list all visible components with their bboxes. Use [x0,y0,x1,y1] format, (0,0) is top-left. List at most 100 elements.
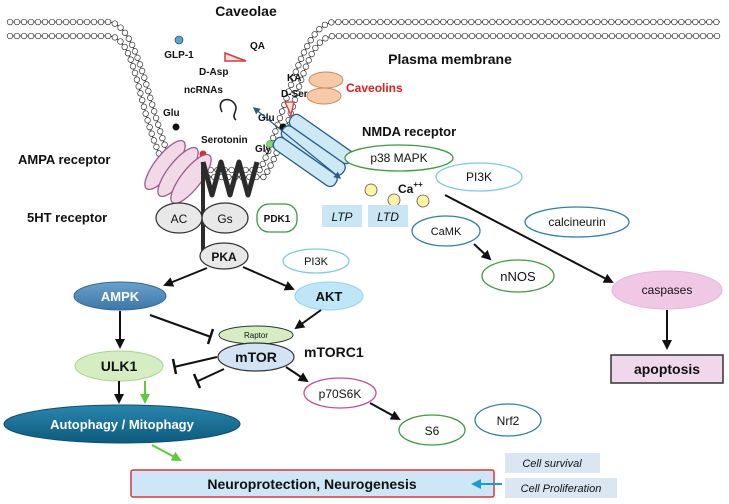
lipid-head [685,32,693,40]
lipid-head [391,18,398,26]
calcium-ion-3 [416,194,430,208]
ampk-label: AMPK [101,289,140,304]
gs-node [201,202,249,234]
camk-node [411,215,481,247]
lipid-head [706,32,714,40]
lipid-head [300,49,308,56]
lipid-head [152,114,160,122]
nnos-node [481,259,555,293]
ac-label: AC [171,212,188,226]
lipid-head [104,32,112,40]
ltp-label: LTP [331,210,352,224]
lipid-head [143,81,150,88]
lipid-head [475,32,483,40]
serotonin-label: Serotonin [201,135,248,146]
lipid-head [342,32,350,40]
lipid-head [573,18,580,26]
lipid-head [454,18,461,26]
lipid-head [538,32,546,40]
lipid-head [433,32,441,40]
lipid-head [131,69,139,77]
lipid-head [552,32,560,40]
lipid-head [398,32,406,40]
arrow-p70s6k-s6 [369,402,401,420]
lipid-head [139,96,146,104]
calcineurin-node [524,206,630,238]
lipid-head [566,18,573,26]
lipid-head [601,32,609,40]
lipid-head [685,18,692,26]
cell-proliferation-label: Cell Proliferation [521,483,602,495]
inhibit-ampk-mtor-bar [206,328,215,345]
lipid-head [503,18,510,26]
lipid-head [629,18,636,26]
caveolae-label: Caveolae [215,3,277,19]
lipid-head [349,18,356,26]
lipid-head [594,32,602,40]
raptor-label: Raptor [244,331,268,340]
cell-survival-box [505,453,600,473]
lipid-head [285,88,292,95]
gs-label: Gs [217,212,232,226]
lipid-head [267,162,274,169]
lipid-head [27,18,35,26]
arrow-mtor-p70s6k [285,366,309,383]
plasma-membrane-label: Plasma membrane [388,51,512,67]
arrow-pka-akt [242,266,295,291]
lipid-head [27,32,35,40]
pka-label: PKA [211,250,237,264]
s6-node [398,414,466,446]
p38-mapk-label: p38 MAPK [370,151,427,165]
lipid-head [398,18,405,26]
lipid-head [134,54,141,61]
mtor-node [217,342,295,372]
lipid-head [111,34,118,41]
ncrnas-label: ncRNAs [184,85,223,96]
pi3k-middle-label: PI3K [304,256,329,268]
lipid-head [295,83,303,90]
lipid-head [297,55,305,62]
lipid-head [657,32,665,40]
lipid-head [531,32,539,40]
lipid-head [636,18,643,26]
lipid-head [97,32,105,40]
lipid-head [34,18,42,26]
lipid-head [117,38,124,45]
ncrna-strand-icon [219,98,237,121]
lipid-head [312,44,319,52]
ampa-receptor-label: AMPA receptor [18,152,110,167]
lipid-head [97,18,105,26]
lipid-head [440,18,447,26]
5ht-receptor-label: 5HT receptor [27,210,107,225]
lipid-head [34,32,42,40]
lipid-head [260,173,267,181]
lipid-head [131,48,139,55]
lipid-head [664,32,672,40]
lipid-head [305,57,312,64]
lipid-head [316,39,324,46]
lipid-head [643,32,651,40]
lipid-head [601,18,608,26]
lipid-head [566,32,574,40]
lipid-head [293,90,301,97]
lipid-head [377,18,384,26]
lipid-head [363,18,370,26]
lipid-head [148,130,155,137]
lipid-head [426,32,434,40]
lipid-head [468,32,476,40]
lipid-head [311,31,318,38]
lipid-head [121,29,129,36]
ltd-box [368,205,408,227]
lipid-head [517,32,525,40]
lipid-head [461,32,469,40]
autophagy-node [3,404,241,444]
lipid-head [129,63,137,70]
p70s6k-node [303,377,377,409]
lipid-head [278,108,286,115]
gly-dot [266,140,274,148]
lipid-head [671,32,679,40]
camk-label: CaMK [431,226,462,238]
pka-node [199,242,249,270]
lipid-head [104,18,112,26]
